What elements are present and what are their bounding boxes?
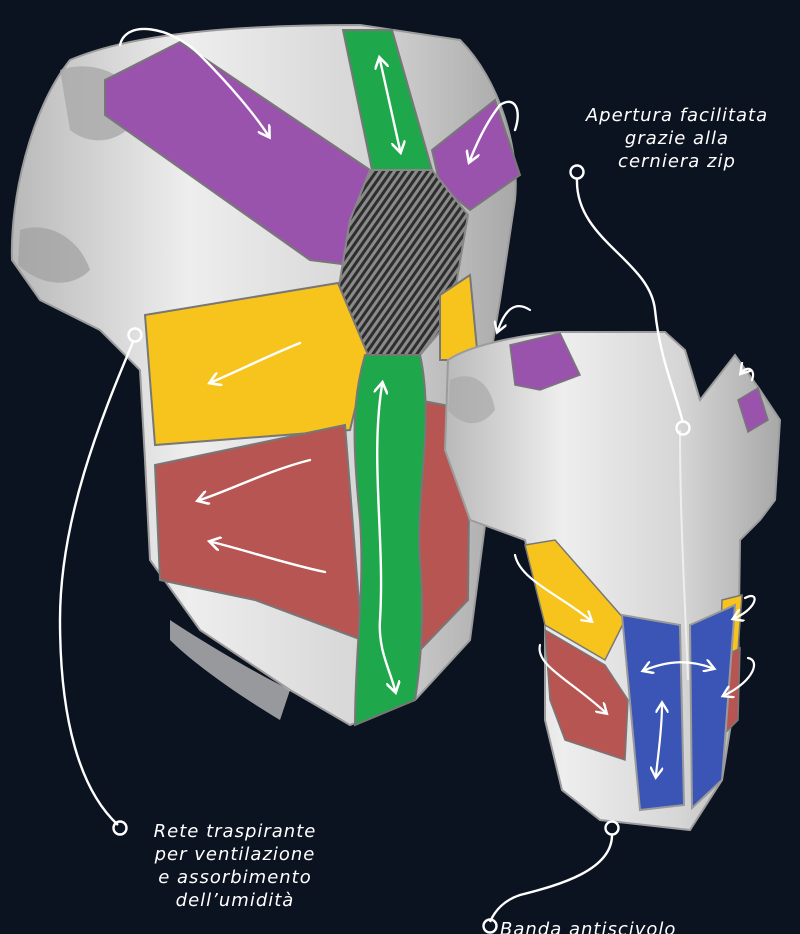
band-callout-text: Banda antiscivolo: [500, 918, 740, 934]
zip-callout-text: Apertura facilitata grazie alla cerniera…: [556, 104, 798, 173]
green-band-spine: [355, 355, 426, 725]
mesh-callout-text: Rete traspirante per ventilazione e asso…: [138, 820, 332, 912]
blue-panel-right: [690, 605, 735, 808]
small-shirt-front: [445, 306, 780, 830]
band-callout-dot-top: [606, 822, 619, 835]
large-shirt-back: [12, 25, 520, 725]
mesh-leader-line: [60, 342, 133, 825]
band-leader-line: [490, 835, 612, 922]
mesh-callout-dot-end: [114, 822, 127, 835]
